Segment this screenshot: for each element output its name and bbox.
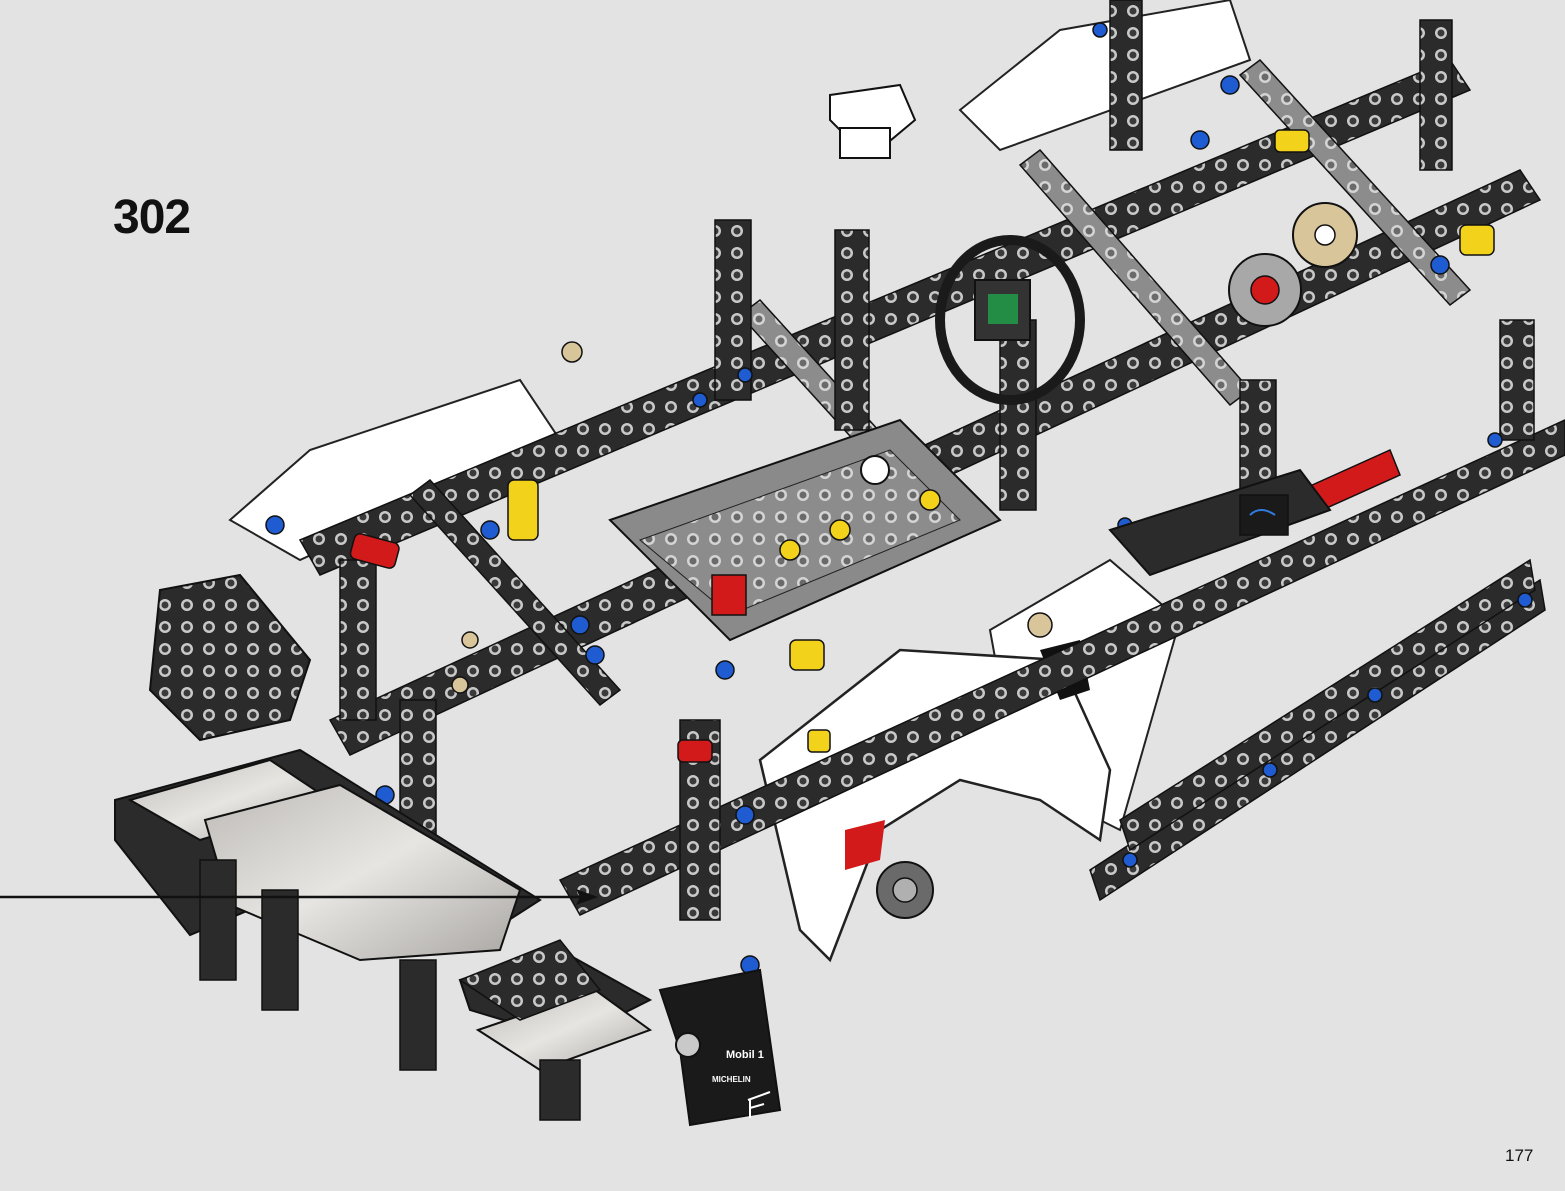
engine-block — [608, 418, 1002, 642]
tan-pins — [451, 341, 1053, 694]
step-number: 302 — [113, 191, 191, 244]
callout-arrow-icon — [0, 889, 598, 905]
white-connector-top — [829, 83, 917, 159]
right-beams — [1108, 468, 1332, 577]
page-number: 177 — [1505, 1146, 1534, 1165]
wheel-hub — [876, 861, 934, 919]
gear-assembly — [1228, 202, 1358, 327]
decal-brand-text: Mobil 1 — [726, 1049, 764, 1061]
sponsor-decal: Mobil 1 MICHELIN — [658, 968, 782, 1127]
steering-wheel — [935, 235, 1085, 405]
decal-sub-text: MICHELIN — [712, 1075, 751, 1084]
